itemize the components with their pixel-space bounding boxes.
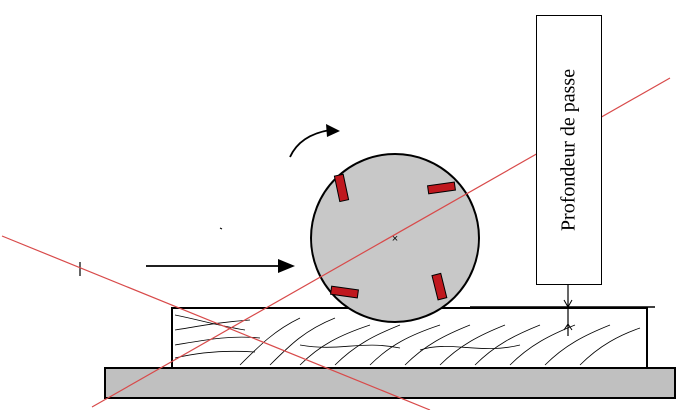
depth-label-box: Profondeur de passe [536,15,602,285]
depth-arrow-top-icon [563,299,573,309]
blade-1 [333,173,350,203]
depth-label: Profondeur de passe [557,68,580,232]
tick-mark-small [219,227,223,230]
svg-text:×: × [392,233,398,245]
blade-2 [427,181,456,195]
cross-line-2 [1,235,431,411]
wood-grain [174,314,641,366]
depth-arrow-bottom-icon [563,323,573,331]
machine-table [104,367,676,399]
blade-3 [431,272,448,301]
cutter-blades [330,173,456,301]
blade-4 [330,285,359,299]
feed-arrow-icon [146,259,295,273]
rotation-arrow-icon [289,124,340,158]
